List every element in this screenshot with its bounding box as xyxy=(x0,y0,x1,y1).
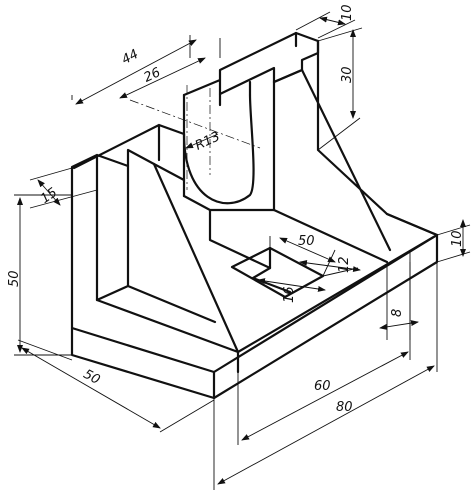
dim-50d-ext xyxy=(17,339,215,433)
dim-26-label: 26 xyxy=(142,65,163,86)
semicircle-back xyxy=(218,80,252,107)
dim-10t-ext xyxy=(295,11,356,39)
dim-10t-label: 10 xyxy=(340,4,355,21)
upright-right-side xyxy=(272,39,439,252)
dim-R13-leader xyxy=(185,133,219,149)
dim-80-line xyxy=(217,365,435,485)
base-front-face xyxy=(70,326,216,400)
dim-44-line xyxy=(75,39,197,105)
dimension-lines xyxy=(14,11,471,490)
dim-R13-label: R13 xyxy=(193,129,223,153)
dim-15-ext xyxy=(29,167,98,209)
floor-edges xyxy=(182,194,276,270)
dim-15-line xyxy=(37,179,61,206)
semicircle-cutout xyxy=(182,93,255,205)
dim-10b-label: 10 xyxy=(450,230,465,247)
dim-10t-line xyxy=(319,16,346,26)
dim-80-ext xyxy=(213,262,438,490)
left-rib xyxy=(70,148,240,374)
dim-12-label: 12 xyxy=(337,256,352,273)
base-right-face xyxy=(212,233,439,400)
dim-12-line xyxy=(299,259,361,273)
dim-26-line xyxy=(119,57,206,99)
dim-16-label: 16 xyxy=(282,286,297,303)
dim-50d-label: 50 xyxy=(81,367,103,388)
dim-80-label: 80 xyxy=(336,400,353,415)
dim-50d-line xyxy=(21,347,161,429)
right-rib xyxy=(272,31,389,264)
dim-60-label: 60 xyxy=(314,379,331,394)
upright-left-block xyxy=(72,93,186,198)
dim-44-label: 44 xyxy=(119,47,141,68)
dim-8-label: 8 xyxy=(390,309,405,317)
dim-15-label: 15 xyxy=(38,185,60,207)
part-outline xyxy=(70,31,439,400)
centerline-horizontal xyxy=(129,99,261,149)
hole-outline xyxy=(230,246,325,299)
dim-50hole-line xyxy=(279,237,336,263)
dim-30-label: 30 xyxy=(340,66,355,83)
dim-8-line xyxy=(379,320,419,330)
dim-50h-label: 50 xyxy=(7,270,22,287)
dim-50hole-label: 50 xyxy=(298,234,315,249)
dim-30-ext xyxy=(317,27,363,151)
dim-16-line xyxy=(257,278,326,292)
dim-50h-ext xyxy=(14,194,72,356)
center-lines xyxy=(129,85,261,190)
left-rib-inner xyxy=(95,164,217,324)
